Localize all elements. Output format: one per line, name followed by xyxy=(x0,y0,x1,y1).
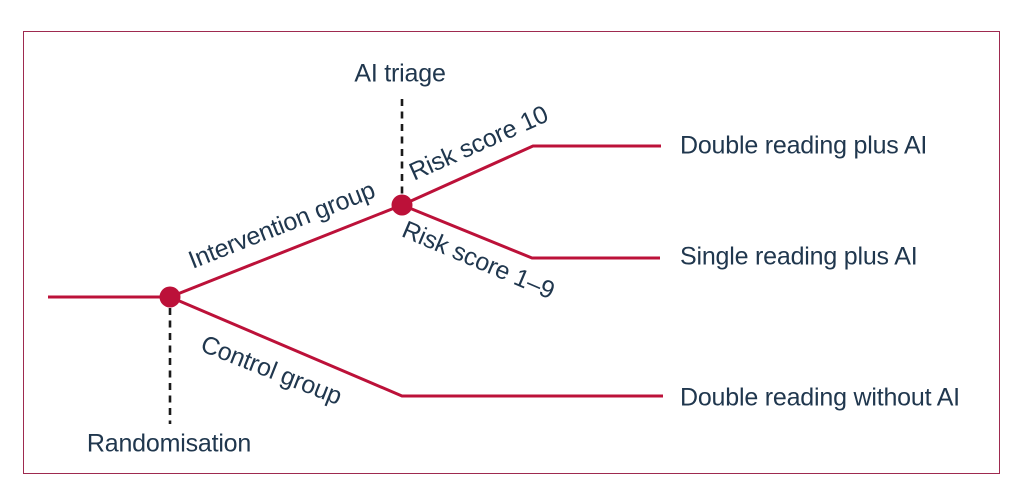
intervention-branch-line xyxy=(169,203,403,299)
figure-frame xyxy=(23,31,1000,474)
ai-triage-node xyxy=(391,194,413,216)
randomisation-node xyxy=(159,286,181,308)
outcome-single-reading-plus-ai-label: Single reading plus AI xyxy=(680,242,918,271)
risk-score-1-9-branch-line xyxy=(401,203,660,260)
risk-score-10-branch-line xyxy=(401,144,661,207)
outcome-double-reading-without-ai-label: Double reading without AI xyxy=(680,383,960,412)
control-branch-line xyxy=(169,295,663,398)
randomisation-label: Randomisation xyxy=(86,429,252,458)
ai-triage-label: AI triage xyxy=(354,59,446,88)
outcome-double-reading-plus-ai-label: Double reading plus AI xyxy=(680,131,928,160)
